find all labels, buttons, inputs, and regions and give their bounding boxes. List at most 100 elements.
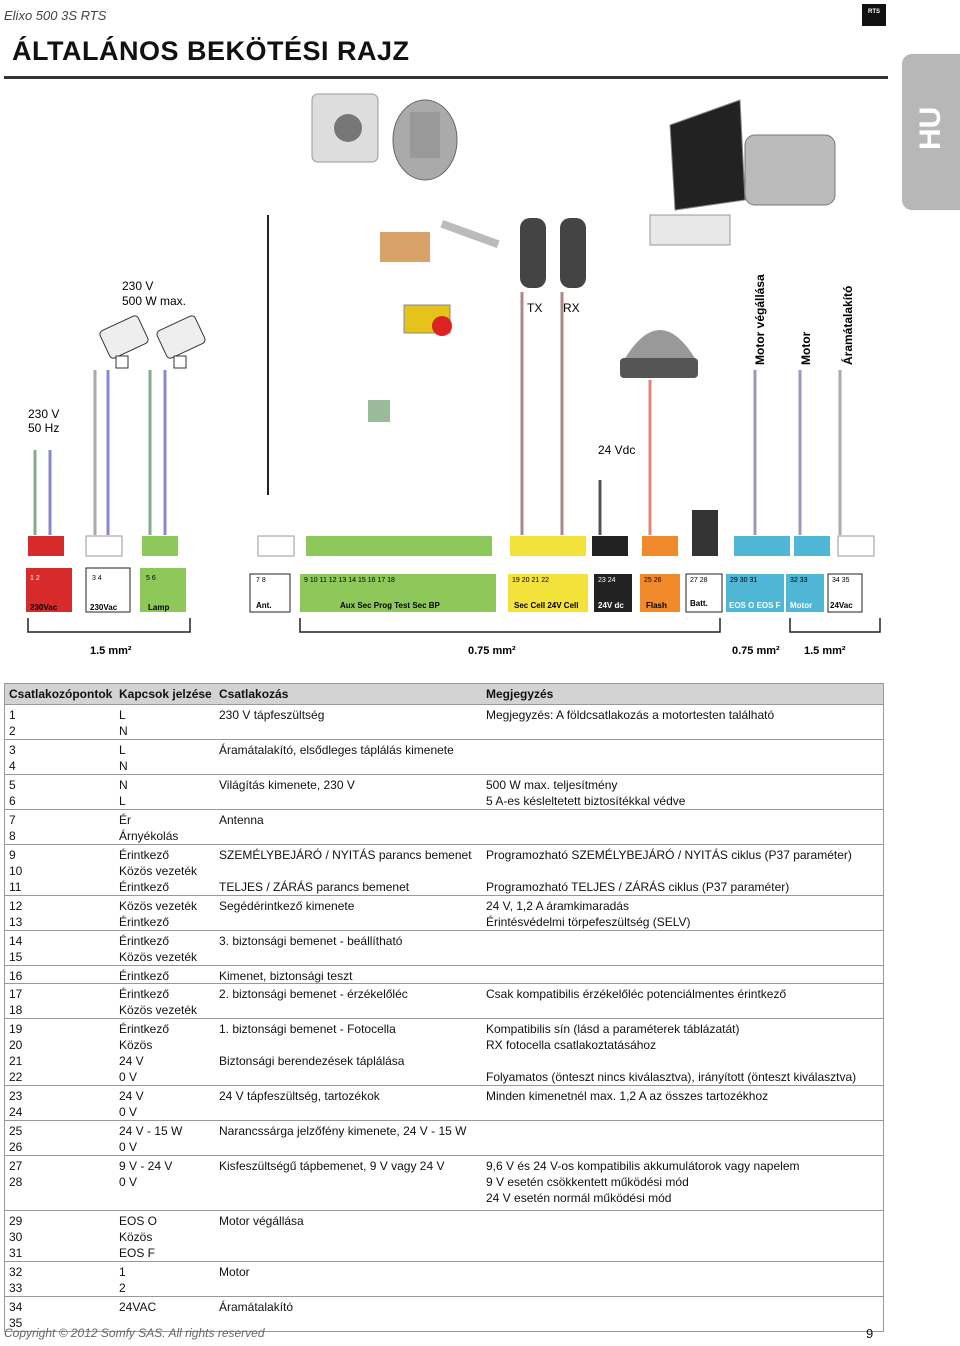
terminal-marking: Érintkező xyxy=(119,915,170,929)
svg-text:Ant.: Ant. xyxy=(256,601,272,610)
note: Programozható TELJES / ZÁRÁS ciklus (P37… xyxy=(486,880,790,894)
svg-text:29 30 31: 29 30 31 xyxy=(730,577,757,584)
note: 500 W max. teljesítmény xyxy=(486,778,618,792)
terminal-number: 32 xyxy=(9,1265,23,1279)
terminal-number: 19 xyxy=(9,1022,23,1036)
photocell-rx-icon xyxy=(560,218,586,288)
connection: Motor végállása xyxy=(219,1214,304,1228)
terminal-number: 4 xyxy=(9,759,16,773)
svg-text:Motor: Motor xyxy=(790,601,812,610)
terminal-number: 18 xyxy=(9,1003,23,1017)
connection: Biztonsági berendezések táplálása xyxy=(219,1054,405,1068)
terminal-marking: 24VAC xyxy=(119,1300,157,1314)
terminal-marking: 0 V xyxy=(119,1070,138,1084)
connection: Motor xyxy=(219,1265,250,1279)
terminal-number: 33 xyxy=(9,1281,23,1295)
photocell-tx-icon xyxy=(520,218,546,288)
svg-text:50 Hz: 50 Hz xyxy=(28,421,59,435)
terminal-marking: 24 V xyxy=(119,1089,144,1103)
terminal-marking: Közös vezeték xyxy=(119,1003,198,1017)
terminal-marking: 24 V - 15 W xyxy=(119,1124,183,1138)
note: Csak kompatibilis érzékelőléc potenciálm… xyxy=(486,987,787,1001)
svg-text:230Vac: 230Vac xyxy=(30,603,58,612)
svg-text:24V dc: 24V dc xyxy=(598,601,624,610)
terminal-number: 6 xyxy=(9,794,16,808)
terminal-number: 5 xyxy=(9,778,16,792)
svg-text:RX: RX xyxy=(563,301,580,315)
terminal-number: 2 xyxy=(9,724,16,738)
svg-text:7 8: 7 8 xyxy=(256,577,266,584)
rts-logo: RTS xyxy=(862,4,886,26)
svg-text:Sec Cell 24V Cell: Sec Cell 24V Cell xyxy=(514,601,578,610)
table-row-group: 25 24 V - 15 W Narancssárga jelzőfény kime… xyxy=(4,1121,884,1156)
svg-text:32 33: 32 33 xyxy=(790,577,808,584)
terminal-number: 3 xyxy=(9,743,16,757)
terminal-number: 31 xyxy=(9,1246,23,1260)
connection: 3. biztonsági bemenet - beállítható xyxy=(219,934,403,948)
wiring-diagram: 230 V 500 W max. TX RX Motor végállása M… xyxy=(26,93,881,657)
note: Kompatibilis sín (lásd a paraméterek táb… xyxy=(486,1022,740,1036)
connection: Kimenet, biztonsági teszt xyxy=(219,969,353,983)
svg-text:Lamp: Lamp xyxy=(148,603,169,612)
svg-text:5 6: 5 6 xyxy=(146,575,156,582)
terminal-number: 16 xyxy=(9,969,23,983)
terminal-marking: Közös xyxy=(119,1038,153,1052)
terminal-marking: Érintkező xyxy=(119,934,170,948)
keypad-icon xyxy=(392,99,458,181)
svg-text:EOS O EOS F: EOS O EOS F xyxy=(729,601,781,610)
terminal-marking: EOS O xyxy=(119,1214,158,1228)
terminal-number: 24 xyxy=(9,1105,23,1119)
note: 24 V, 1,2 A áramkimaradás xyxy=(486,899,629,913)
svg-text:230 V: 230 V xyxy=(122,279,153,293)
terminal-table: Csatlakozópontok Kapcsok jelzése Csatlak… xyxy=(4,683,884,1332)
aux-module-icon xyxy=(368,400,390,422)
svg-text:24 Vdc: 24 Vdc xyxy=(598,443,635,457)
svg-text:25 26: 25 26 xyxy=(644,577,662,584)
terminal-marking: 0 V xyxy=(119,1175,138,1189)
terminal-marking: Érintkező xyxy=(119,969,170,983)
note: 5 A-es késleltetett biztosítékkal védve xyxy=(486,794,686,808)
svg-text:34 35: 34 35 xyxy=(832,577,850,584)
connection: Narancssárga jelzőfény kimenete, 24 V - … xyxy=(219,1124,467,1138)
terminal-marking: Érintkező xyxy=(119,987,170,1001)
terminal-number: 25 xyxy=(9,1124,23,1138)
svg-text:1.5 mm²: 1.5 mm² xyxy=(804,645,846,657)
svg-text:0.75 mm²: 0.75 mm² xyxy=(468,645,516,657)
table-header: Csatlakozópontok Kapcsok jelzése Csatlak… xyxy=(4,683,884,705)
svg-text:TX: TX xyxy=(527,301,542,315)
connection: Kisfeszültségű tápbemenet, 9 V vagy 24 V xyxy=(219,1159,445,1173)
connection: Áramátalakító, elsődleges táplálás kimen… xyxy=(219,743,454,757)
svg-text:500 W max.: 500 W max. xyxy=(122,294,186,308)
terminal-number: 12 xyxy=(9,899,23,913)
terminal-marking: N xyxy=(119,759,128,773)
note: RX fotocella csatlakoztatásához xyxy=(486,1038,657,1052)
svg-text:1 2: 1 2 xyxy=(30,575,40,582)
terminal-number: 29 xyxy=(9,1214,23,1228)
svg-text:230 V: 230 V xyxy=(28,407,59,421)
terminal-number: 8 xyxy=(9,829,16,843)
terminal-marking: Közös vezeték xyxy=(119,864,198,878)
terminal-number: 14 xyxy=(9,934,23,948)
flash-light-icon xyxy=(620,330,698,378)
svg-text:1.5 mm²: 1.5 mm² xyxy=(90,645,132,657)
terminal-number: 27 xyxy=(9,1159,23,1173)
title-divider xyxy=(4,76,888,79)
connection: Világítás kimenete, 230 V xyxy=(219,778,355,792)
terminal-number: 21 xyxy=(9,1054,23,1068)
terminal-number: 23 xyxy=(9,1089,23,1103)
connection: Segédérintkező kimenete xyxy=(219,899,355,913)
terminal-number: 34 xyxy=(9,1300,23,1314)
terminal-number: 11 xyxy=(9,880,22,894)
svg-text:19 20 21 22: 19 20 21 22 xyxy=(512,577,549,584)
key-switch-icon xyxy=(311,93,379,163)
svg-text:Motor: Motor xyxy=(799,331,813,365)
svg-text:27 28: 27 28 xyxy=(690,577,708,584)
terminal-marking: N xyxy=(119,778,128,792)
